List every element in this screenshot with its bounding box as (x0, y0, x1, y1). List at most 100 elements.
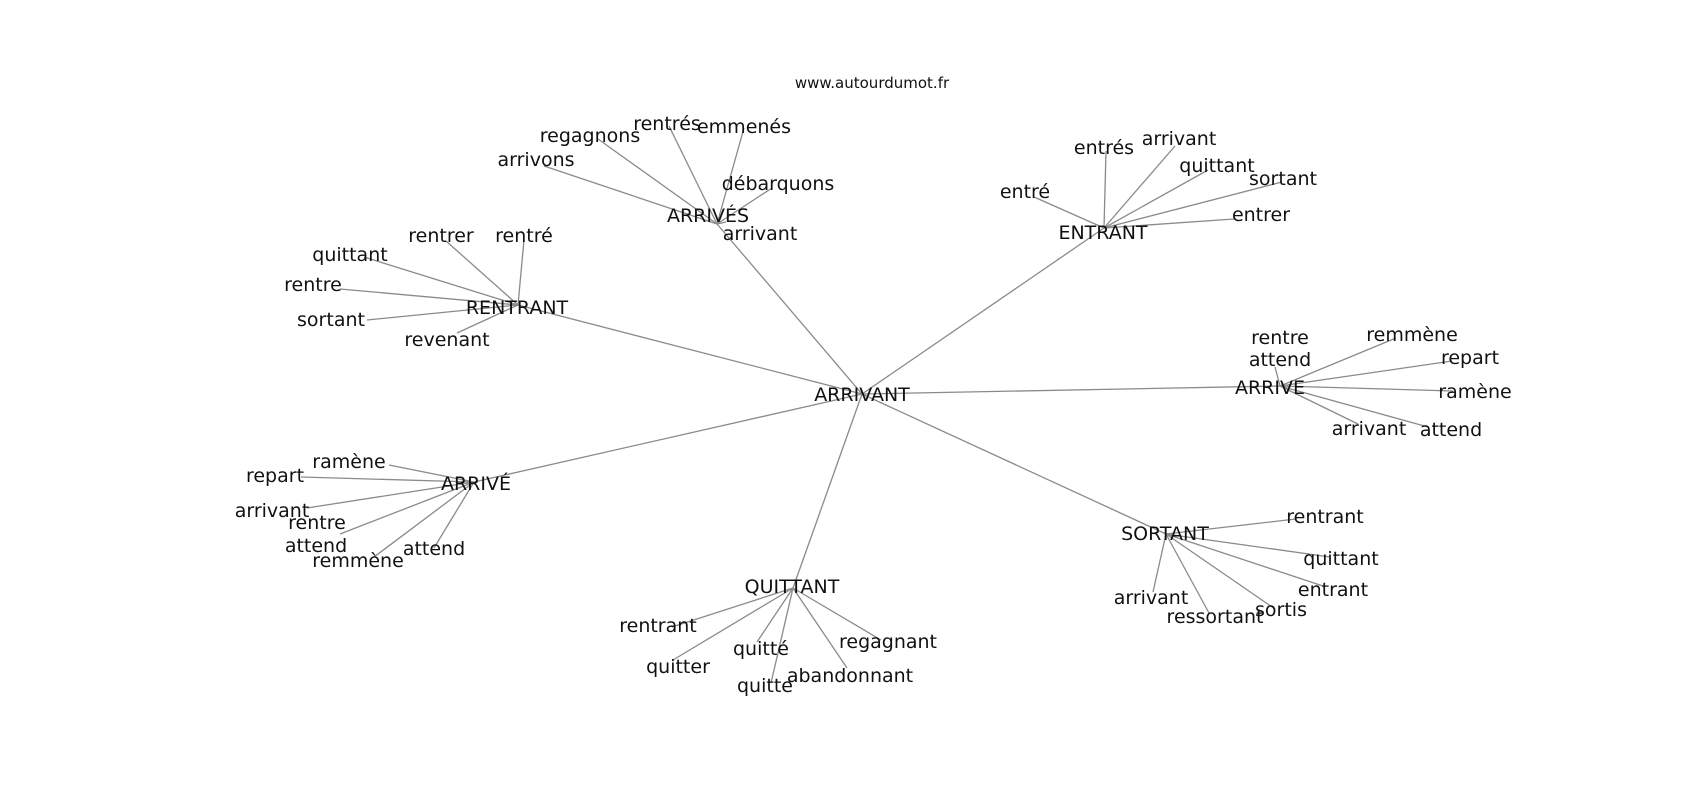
leaf-label-rentrant-5[interactable]: revenant (404, 329, 489, 351)
leaf-label-entrant-3[interactable]: quittant (1179, 155, 1254, 177)
cluster-label-arrives[interactable]: ARRIVÉS (667, 204, 749, 227)
leaf-label-rentrant-2[interactable]: rentré (495, 225, 553, 247)
leaf-label-arrives-5[interactable]: arrivant (723, 223, 798, 245)
leaf-label-arrives-2[interactable]: rentrés (633, 113, 701, 135)
leaf-label-quittant-0[interactable]: rentrant (619, 615, 697, 637)
cluster-label-sortant[interactable]: SORTANT (1121, 523, 1209, 545)
leaf-label-entrant-2[interactable]: arrivant (1142, 128, 1217, 150)
edge-sortant-leaf-3 (1152, 533, 1167, 593)
leaf-label-quittant-3[interactable]: quitte (737, 675, 793, 697)
edge-arrive-accent-leaf-1 (300, 476, 475, 483)
edge-arrives-leaf-3 (716, 127, 745, 225)
leaf-label-quittant-2[interactable]: quitté (733, 638, 789, 660)
edge-rentrant-leaf-0 (363, 256, 519, 306)
cluster-label-entrant[interactable]: ENTRANT (1058, 222, 1147, 244)
edge-arrive-leaf-0 (1274, 366, 1281, 387)
leaf-label-arrive-accent-0[interactable]: ramène (312, 451, 385, 473)
edge-entrant-leaf-0 (1033, 196, 1105, 229)
edge-arrive-leaf-2 (1279, 360, 1453, 387)
edge-rentrant-leaf-4 (366, 304, 519, 321)
edge-arrives-leaf-2 (668, 125, 718, 225)
edge-sortant-leaf-1 (1165, 533, 1331, 558)
leaf-label-arrive-1[interactable]: remmène (1366, 324, 1458, 346)
edge-arrive-leaf-1 (1279, 337, 1397, 387)
edge-center-arrive-accent (473, 393, 863, 483)
leaf-label-sortant-2[interactable]: entrant (1298, 579, 1368, 601)
leaf-label-arrives-4[interactable]: débarquons (722, 173, 835, 195)
leaf-label-entrant-1[interactable]: entrés (1074, 137, 1134, 159)
edge-sortant-leaf-2 (1165, 533, 1324, 587)
cluster-label-arrive-accent[interactable]: ARRIVÉ (441, 472, 511, 495)
edge-sortant-leaf-4 (1165, 533, 1210, 614)
edge-arrives-leaf-1 (597, 138, 718, 225)
edge-quittant-leaf-5 (792, 587, 882, 641)
edge-rentrant-leaf-1 (445, 240, 519, 306)
leaf-label-sortant-1[interactable]: quittant (1303, 548, 1378, 570)
leaf-label-rentrant-1[interactable]: rentrer (408, 225, 474, 247)
edge-arrive-accent-leaf-5 (433, 481, 475, 549)
edge-quittant-leaf-3 (770, 587, 794, 684)
leaf-label-arrive-4[interactable]: arrivant (1332, 418, 1407, 440)
edge-arrive-leaf-4 (1279, 385, 1359, 425)
edge-arrive-accent-leaf-4 (373, 481, 475, 558)
edge-center-entrant (861, 227, 1105, 395)
leaf-label-arrive-accent-3-b[interactable]: attend (285, 535, 347, 557)
edge-center-arrive (861, 385, 1281, 395)
edge-center-quittant (792, 393, 863, 589)
leaf-label-arrive-5[interactable]: attend (1420, 419, 1482, 441)
leaf-label-arrive-0-b[interactable]: attend (1249, 349, 1311, 371)
leaf-label-entrant-5[interactable]: entrer (1232, 204, 1290, 226)
edge-center-arrives (716, 223, 863, 395)
edge-rentrant-leaf-5 (456, 304, 519, 334)
edge-center-rentrant (517, 304, 863, 395)
cluster-label-rentrant[interactable]: RENTRANT (466, 297, 569, 319)
leaf-label-arrive-0[interactable]: rentre (1251, 327, 1309, 349)
edge-arrives-leaf-0 (543, 165, 718, 225)
edge-entrant-leaf-4 (1103, 181, 1283, 229)
edge-arrive-accent-leaf-0 (388, 464, 475, 483)
edge-quittant-leaf-1 (672, 587, 794, 661)
leaf-label-sortant-3[interactable]: arrivant (1114, 587, 1189, 609)
edge-arrive-accent-leaf-3 (339, 481, 475, 535)
leaf-label-entrant-4[interactable]: sortant (1249, 168, 1317, 190)
leaf-label-arrive-accent-5[interactable]: attend (403, 538, 465, 560)
edge-rentrant-leaf-2 (517, 239, 525, 306)
leaf-label-arrive-accent-4[interactable]: remmène (312, 550, 404, 572)
edge-arrive-leaf-3 (1279, 385, 1454, 392)
leaf-label-rentrant-3[interactable]: rentre (284, 274, 342, 296)
edge-quittant-leaf-2 (756, 587, 794, 643)
leaf-label-arrive-accent-3[interactable]: rentre (288, 512, 346, 534)
leaf-label-quittant-5[interactable]: regagnant (839, 631, 937, 653)
center-word-label[interactable]: ARRIVANT (814, 384, 910, 406)
leaf-label-rentrant-0[interactable]: quittant (312, 244, 387, 266)
edge-arrive-leaf-5 (1279, 385, 1429, 428)
leaf-label-sortant-5[interactable]: sortis (1255, 599, 1307, 621)
leaf-label-arrives-0[interactable]: arrivons (497, 149, 574, 171)
edge-sortant-leaf-5 (1165, 533, 1276, 610)
leaf-label-sortant-0[interactable]: rentrant (1286, 506, 1364, 528)
cluster-label-arrive[interactable]: ARRIVE (1235, 377, 1305, 399)
leaf-label-arrive-3[interactable]: ramène (1438, 381, 1511, 403)
edge-entrant-leaf-2 (1103, 145, 1176, 229)
edge-entrant-leaf-1 (1103, 150, 1107, 229)
leaf-label-sortant-4[interactable]: ressortant (1167, 606, 1264, 628)
edge-sortant-leaf-0 (1165, 518, 1297, 535)
leaf-label-arrive-accent-1[interactable]: repart (246, 465, 304, 487)
edge-entrant-leaf-5 (1103, 218, 1235, 229)
leaf-label-arrive-2[interactable]: repart (1441, 347, 1499, 369)
site-url: www.autourdumot.fr (795, 74, 950, 92)
edge-entrant-leaf-3 (1103, 169, 1209, 229)
cluster-label-quittant[interactable]: QUITTANT (745, 576, 840, 598)
edge-center-sortant (861, 393, 1167, 535)
labels: ARRIVANTARRIVÉSarrivonsregagnonsrentrése… (235, 113, 1512, 697)
leaf-label-quittant-1[interactable]: quitter (646, 656, 710, 678)
leaf-label-rentrant-4[interactable]: sortant (297, 309, 365, 331)
edges (300, 125, 1454, 684)
leaf-label-entrant-0[interactable]: entré (1000, 181, 1050, 203)
leaf-label-quittant-4[interactable]: abandonnant (787, 665, 913, 687)
leaf-label-arrive-accent-2[interactable]: arrivant (235, 500, 310, 522)
edge-arrive-accent-leaf-2 (306, 481, 475, 509)
leaf-label-arrives-3[interactable]: emmenés (697, 116, 791, 138)
leaf-label-arrives-1[interactable]: regagnons (540, 125, 640, 147)
